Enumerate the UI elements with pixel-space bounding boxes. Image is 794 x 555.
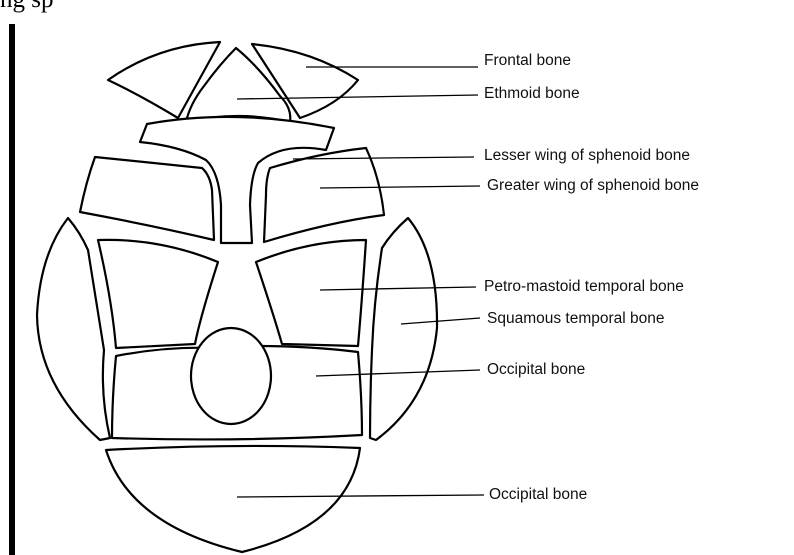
label-frontal-bone: Frontal bone	[484, 52, 571, 69]
squamous-temporal-left	[37, 218, 110, 440]
greater-wing-sphenoid-left	[80, 157, 214, 240]
label-occipital-bone-lower: Occipital bone	[489, 486, 587, 503]
label-lesser-wing-sphenoid: Lesser wing of sphenoid bone	[484, 147, 690, 164]
label-ethmoid-bone: Ethmoid bone	[484, 85, 580, 102]
petro-mastoid-temporal-left	[98, 240, 218, 348]
label-occipital-bone-upper: Occipital bone	[487, 361, 585, 378]
label-greater-wing-sphenoid: Greater wing of sphenoid bone	[487, 177, 699, 194]
label-squamous-temporal: Squamous temporal bone	[487, 310, 665, 327]
petro-mastoid-temporal-right	[256, 240, 366, 346]
occipital-bone-lower	[106, 446, 360, 552]
greater-wing-sphenoid-right	[264, 148, 384, 242]
label-petro-mastoid-temporal: Petro-mastoid temporal bone	[484, 278, 684, 295]
squamous-temporal-right	[370, 218, 437, 440]
foramen-magnum	[191, 328, 271, 424]
